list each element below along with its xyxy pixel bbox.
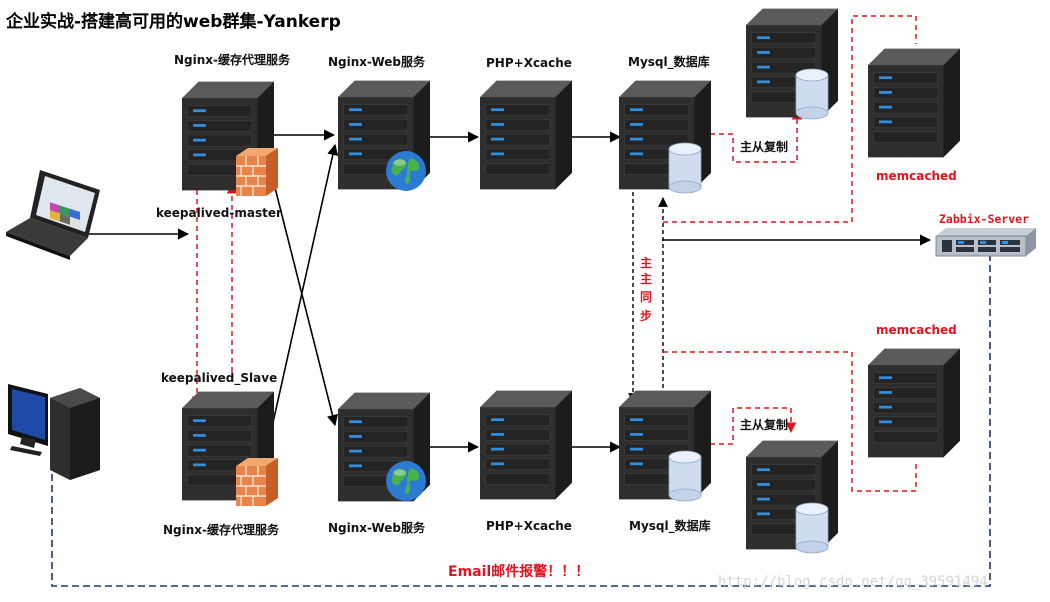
globe-icon: [386, 461, 426, 501]
sync-char: 同: [640, 290, 652, 304]
nginx-web-bottom-label: Nginx-Web服务: [328, 520, 426, 535]
keepalived-slave-label: keepalived_Slave: [161, 371, 277, 386]
master-master-sync-lines: [628, 192, 668, 403]
php-bottom-server: [480, 390, 572, 500]
nginx-proxy-bottom-label: Nginx-缓存代理服务: [163, 522, 280, 537]
database-icon: [668, 142, 702, 194]
nginx-proxy-slave-server: [182, 391, 279, 506]
firewall-icon: [236, 458, 279, 506]
mysql-top-label: Mysql_数据库: [628, 54, 710, 70]
memcached-top-label: memcached: [876, 169, 957, 183]
email-alert-label: Email邮件报警！！！: [448, 563, 589, 580]
red-dashed-lines: [191, 15, 917, 492]
page-title: 企业实战-搭建高可用的web群集-Yankerp: [5, 11, 341, 32]
memcached-bottom-label: memcached: [876, 323, 957, 337]
database-icon: [795, 502, 829, 554]
mysql-slave-top-server: [746, 8, 838, 120]
firewall-icon: [236, 148, 279, 196]
connections: [88, 129, 932, 453]
globe-icon: [386, 151, 426, 191]
replication-bottom-label: 主从复制: [740, 417, 788, 432]
laptop-icon: [6, 170, 100, 260]
zabbix-server-label: Zabbix-Server: [939, 212, 1029, 226]
mysql-bottom-server: [619, 390, 711, 502]
mysql-slave-bottom-server: [746, 440, 838, 554]
php-bottom-label: PHP+Xcache: [486, 519, 572, 533]
database-icon: [795, 68, 829, 120]
php-top-label: PHP+Xcache: [486, 56, 572, 70]
master-master-sync-label: 主 主 同 步: [640, 255, 652, 323]
memcached-bottom-server: [868, 348, 960, 458]
nginx-web-top-label: Nginx-Web服务: [328, 54, 426, 69]
php-top-server: [480, 80, 572, 190]
nginx-web-top-server: [338, 80, 430, 191]
nginx-web-bottom-server: [338, 392, 430, 502]
email-alert-line: [51, 254, 991, 587]
replication-top-label: 主从复制: [740, 139, 788, 154]
sync-char: 主: [640, 255, 652, 270]
watermark: http://blog.csdn.net/qq_39591494: [718, 574, 988, 590]
sync-char: 主: [640, 271, 652, 286]
database-icon: [668, 450, 702, 502]
keepalived-master-label: keepalived-master: [156, 206, 282, 220]
memcached-top-server: [868, 48, 960, 158]
sync-char: 步: [640, 308, 652, 323]
monitor-icon: [8, 384, 100, 480]
nginx-proxy-top-label: Nginx-缓存代理服务: [174, 52, 291, 67]
mysql-bottom-label: Mysql_数据库: [629, 518, 711, 534]
nginx-proxy-master-server: [182, 81, 279, 196]
mysql-top-server: [619, 80, 711, 194]
rack-server-icon: [935, 228, 1036, 257]
